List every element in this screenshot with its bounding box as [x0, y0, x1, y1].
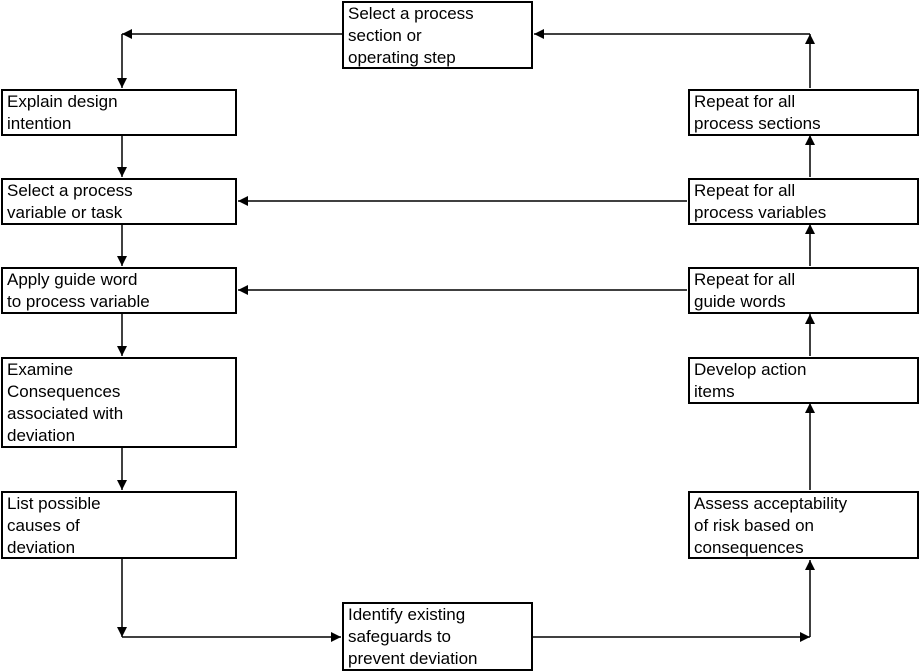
step-assess-risk: Assess acceptability of risk based on cons… [688, 491, 919, 559]
step-repeat-guide-words: Repeat for all guide words [688, 267, 919, 314]
step-text-line: safeguards to [348, 627, 452, 646]
step-text-line: Repeat for all [694, 270, 796, 289]
step-explain-design: Explain design intention [1, 89, 237, 136]
step-text-line: Repeat for all [694, 92, 796, 111]
step-develop-actions: Develop action items [688, 357, 919, 404]
step-text-line: List possible [7, 494, 101, 513]
step-text-line: Assess acceptability [694, 494, 848, 513]
step-text-line: section or [348, 26, 422, 45]
step-text-line: variable or task [7, 203, 123, 222]
step-text-line: process sections [694, 114, 821, 133]
step-select-variable: Select a process variable or task [1, 178, 237, 225]
step-text-line: prevent deviation [348, 649, 478, 668]
step-text-line: intention [7, 114, 72, 133]
step-apply-guide-word: Apply guide word to process variable [1, 267, 237, 314]
step-text-line: process variables [694, 203, 827, 222]
step-text-line: operating step [348, 48, 456, 67]
step-text-line: Explain design [7, 92, 118, 111]
step-text-line: associated with [7, 404, 124, 423]
step-repeat-sections: Repeat for all process sections [688, 89, 919, 136]
step-text-line: Repeat for all [694, 181, 796, 200]
step-text-line: guide words [694, 292, 786, 311]
step-text-line: deviation [7, 538, 76, 557]
step-text-line: consequences [694, 538, 804, 557]
step-text-line: Consequences [7, 382, 121, 401]
step-text-line: of risk based on [694, 516, 815, 535]
step-text-line: Identify existing [348, 605, 466, 624]
step-text-line: Select a process [7, 181, 133, 200]
step-text-line: deviation [7, 426, 76, 445]
step-text-line: Develop action [694, 360, 807, 379]
step-list-causes: List possible causes of deviation [1, 491, 237, 559]
step-identify-safeguards: Identify existing safeguards to prevent de… [342, 602, 533, 671]
step-select-section: Select a process section or operating step [342, 1, 533, 69]
step-text-line: to process variable [7, 292, 150, 311]
step-text-line: causes of [7, 516, 80, 535]
step-text-line: items [694, 382, 735, 401]
step-text-line: Examine [7, 360, 74, 379]
step-text-line: Select a process [348, 4, 474, 23]
step-text-line: Apply guide word [7, 270, 138, 289]
step-repeat-variables: Repeat for all process variables [688, 178, 919, 225]
